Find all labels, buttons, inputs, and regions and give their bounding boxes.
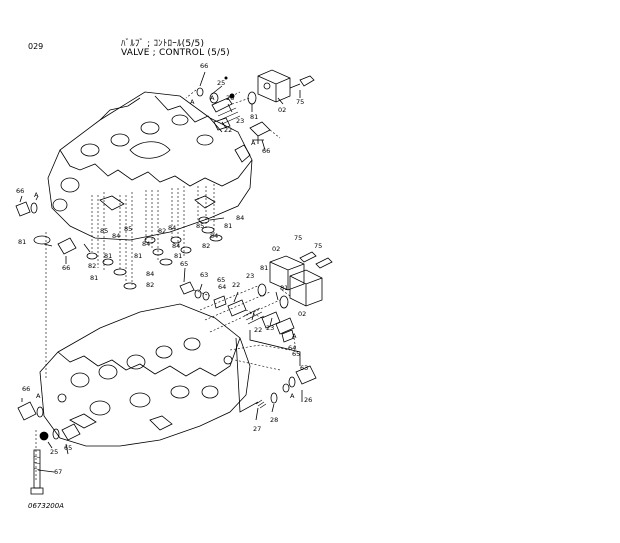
callout-c01: 66 [200, 62, 208, 70]
callout-c18: 84 [112, 232, 120, 240]
callout-c09: 75 [296, 98, 304, 106]
callout-c33: 84 [236, 214, 244, 222]
callout-c37: 75 [294, 234, 302, 242]
callout-c27: 81 [134, 252, 142, 260]
callout-c41: 63 [200, 271, 208, 279]
callout-c43: 64 [218, 283, 226, 291]
callout-c20: 81 [104, 252, 112, 260]
upper-right-parts [185, 69, 315, 151]
callout-c12: 66 [262, 147, 270, 155]
callout-c32: 81 [224, 222, 232, 230]
callout-c23: 82 [158, 227, 166, 235]
callout-c38: 75 [314, 242, 322, 250]
callout-c08: 81 [250, 113, 258, 121]
callout-c02: A [190, 98, 195, 106]
upper-valve-body [45, 91, 253, 380]
callout-c30: 85 [196, 222, 204, 230]
callout-c42: 65 [217, 276, 225, 284]
callout-c40: 65 [180, 260, 188, 268]
callout-c31: 84 [210, 232, 218, 240]
callout-c56: 28 [270, 416, 278, 424]
callout-c52: 65 [292, 350, 300, 358]
callout-c46: 81 [280, 284, 288, 292]
callout-c16: 66 [62, 264, 70, 272]
callout-c53: 63 [300, 364, 308, 372]
callout-c62: 67 [54, 468, 62, 476]
callout-c36: 02 [272, 245, 280, 253]
callout-c21: 84 [142, 240, 150, 248]
dark-markers [224, 76, 235, 99]
lower-left-parts [17, 398, 81, 495]
upper-left-parts [15, 195, 225, 290]
callout-c49: 23 [266, 324, 274, 332]
callout-c55: 26 [304, 396, 312, 404]
callout-c39: 81 [260, 264, 268, 272]
callout-labels: 66 A 25 A 26 22 23 81 75 02 A 66 66 A 81… [16, 62, 322, 476]
callout-c34: 81 [90, 274, 98, 282]
title-english: VALVE ; CONTROL (5/5) [121, 48, 230, 58]
lower-valve-body [35, 284, 291, 482]
page-number: 029 [28, 42, 44, 51]
callout-c26: 84 [172, 242, 180, 250]
callout-c19: 82 [88, 262, 96, 270]
callout-c07: 23 [236, 117, 244, 125]
callout-c25: 81 [174, 252, 182, 260]
callout-c44: 22 [232, 281, 240, 289]
callout-c58: 66 [22, 385, 30, 393]
middle-right-parts [179, 251, 333, 421]
callout-c48: 22 [254, 326, 262, 334]
callout-c15: 81 [18, 238, 26, 246]
callout-c35: 82 [202, 242, 210, 250]
callout-c61: 65 [64, 444, 72, 452]
callout-c04: A [210, 94, 215, 102]
callout-c28: 84 [146, 270, 154, 278]
callout-c17: 85 [100, 227, 108, 235]
callout-c57: 27 [253, 425, 261, 433]
callout-c06: 22 [224, 126, 232, 134]
callout-c54: A [290, 392, 295, 400]
callout-c22: 85 [124, 225, 132, 233]
callout-c50: A [292, 332, 297, 340]
callout-c14: A [34, 191, 39, 199]
callout-c13: 66 [16, 187, 24, 195]
callout-c29: 82 [146, 281, 154, 289]
callout-c10: 02 [278, 106, 286, 114]
callout-c05: 26 [226, 94, 234, 102]
callout-c51: 64 [288, 344, 296, 352]
callout-c59: A [36, 392, 41, 400]
drawing-code: 0673200A [28, 502, 64, 510]
callout-c60: 25 [50, 448, 58, 456]
callout-c03: 25 [217, 79, 225, 87]
callout-c11: A [251, 139, 256, 147]
callout-c45: 23 [246, 272, 254, 280]
callout-c24: 84 [168, 224, 176, 232]
title-japanese: ﾊﾞﾙﾌﾞ ; ｺﾝﾄﾛｰﾙ(5/5) [121, 39, 205, 49]
callout-c47: 02 [298, 310, 306, 318]
